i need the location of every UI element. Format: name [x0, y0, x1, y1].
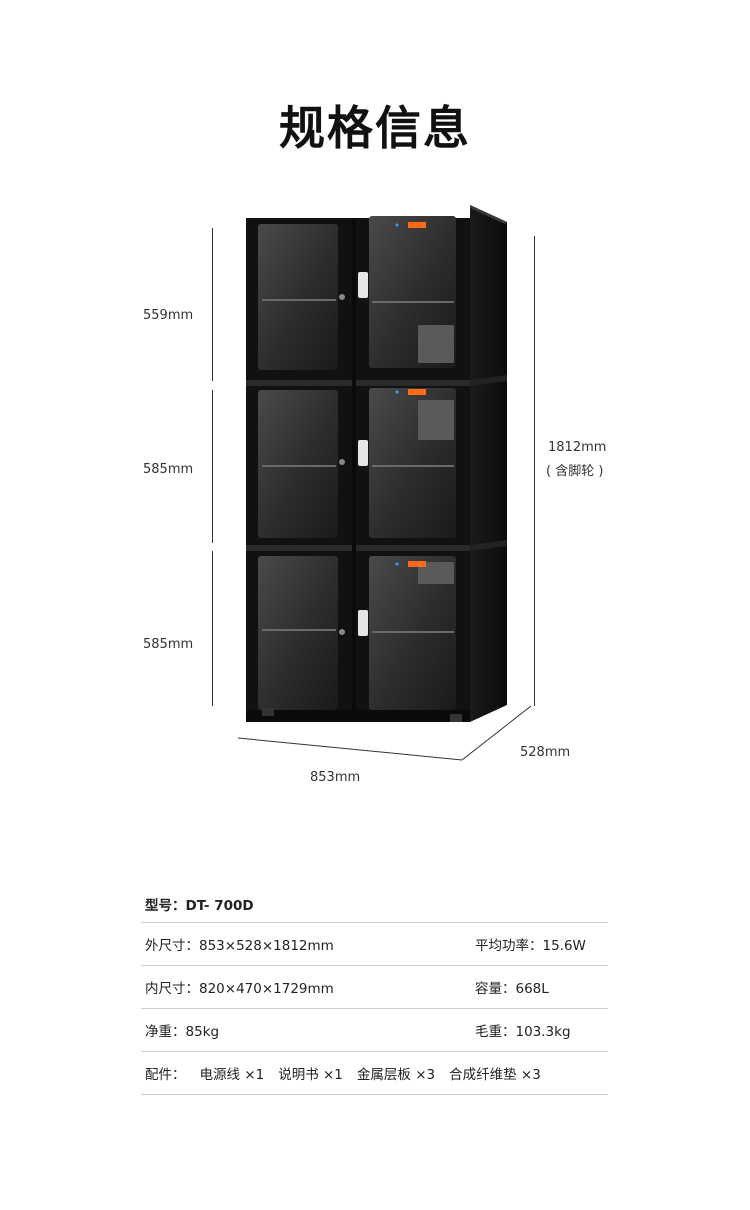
accessory-item: 电源线 ×1: [199, 1067, 265, 1083]
spec-table: 型号：DT- 700D 外尺寸：853×528×1812mm 平均功率：15.6…: [141, 886, 608, 1095]
spec-model: 型号：DT- 700D: [145, 898, 254, 914]
dim-line-section-1: [212, 228, 213, 381]
dim-line-section-3: [212, 551, 213, 706]
dim-line-height: [534, 236, 535, 706]
spec-inner-size: 内尺寸：820×470×1729mm: [145, 981, 334, 997]
dim-label-depth: 528mm: [520, 745, 571, 760]
spec-row-outer-size: 外尺寸：853×528×1812mm 平均功率：15.6W: [141, 923, 608, 966]
spec-row-weight: 净重：85kg 毛重：103.3kg: [141, 1009, 608, 1052]
spec-net-weight: 净重：85kg: [145, 1024, 220, 1040]
accessory-item: 金属层板 ×3: [356, 1067, 436, 1083]
spec-capacity: 容量：668L: [475, 981, 549, 997]
accessory-item: 合成纤维垫 ×3: [449, 1067, 541, 1083]
page-title: 规格信息: [279, 101, 471, 155]
accessory-item: 说明书 ×1: [278, 1067, 343, 1083]
spec-row-model: 型号：DT- 700D: [141, 886, 608, 923]
spec-outer-size: 外尺寸：853×528×1812mm: [145, 938, 334, 954]
display-panels: [395, 222, 426, 567]
dim-label-height-note: ( 含脚轮 ): [546, 464, 604, 479]
spec-row-accessories: 配件： 电源线 ×1 说明书 ×1 金属层板 ×3 合成纤维垫 ×3: [141, 1052, 608, 1095]
keypad-locks: [339, 272, 368, 636]
dim-label-section-2: 585mm: [143, 462, 194, 477]
accessories-label: 配件：: [145, 1067, 186, 1083]
spec-accessories: 配件： 电源线 ×1 说明书 ×1 金属层板 ×3 合成纤维垫 ×3: [145, 1063, 541, 1083]
dim-label-section-1: 559mm: [143, 308, 194, 323]
cabinet-illustration: [237, 205, 532, 761]
spec-row-inner-size: 内尺寸：820×470×1729mm 容量：668L: [141, 966, 608, 1009]
spec-gross-weight: 毛重：103.3kg: [475, 1024, 571, 1040]
dim-label-height: 1812mm: [548, 440, 607, 455]
dim-label-width: 853mm: [310, 770, 361, 785]
dim-line-section-2: [212, 390, 213, 543]
dim-label-section-3: 585mm: [143, 637, 194, 652]
spec-avg-power: 平均功率：15.6W: [475, 938, 586, 954]
